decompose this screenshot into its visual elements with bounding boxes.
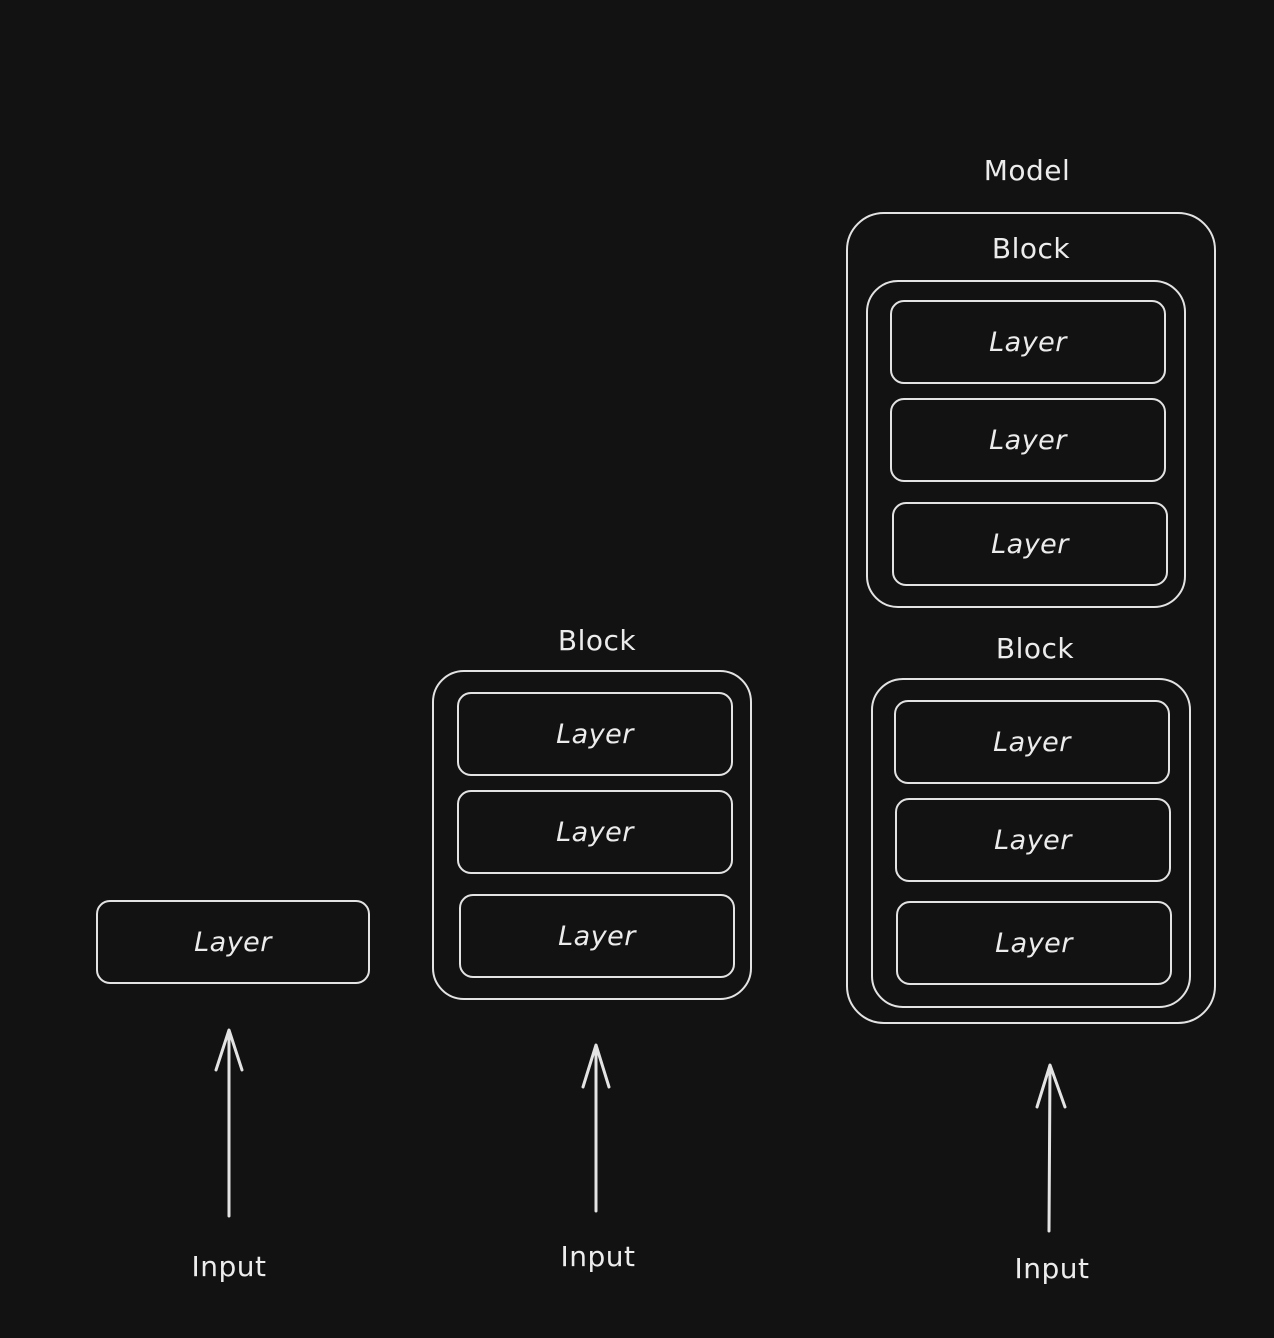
block-title: Block	[557, 624, 637, 657]
layer-label: Layer	[558, 920, 636, 952]
up-arrow-icon	[581, 1043, 611, 1213]
layer-label: Layer	[991, 528, 1069, 560]
layer-label: Layer	[556, 718, 634, 750]
block-container	[432, 670, 752, 1000]
layer-box: Layer	[890, 398, 1166, 482]
layer-label: Layer	[993, 726, 1071, 758]
layer-box: Layer	[896, 901, 1172, 985]
layer-box: Layer	[96, 900, 370, 984]
model-title: Model	[983, 154, 1071, 187]
layer-box: Layer	[890, 300, 1166, 384]
layer-label: Layer	[194, 926, 272, 958]
block-title: Block	[991, 232, 1071, 265]
layer-box: Layer	[457, 692, 733, 776]
layer-label: Layer	[994, 824, 1072, 856]
up-arrow-icon	[1035, 1063, 1067, 1233]
layer-box: Layer	[459, 894, 735, 978]
layer-box: Layer	[894, 700, 1170, 784]
block-container	[866, 280, 1186, 608]
block-container	[871, 678, 1191, 1008]
layer-box: Layer	[892, 502, 1168, 586]
layer-label: Layer	[556, 816, 634, 848]
input-label: Input	[1014, 1252, 1090, 1285]
model-container	[846, 212, 1216, 1024]
layer-label: Layer	[989, 326, 1067, 358]
layer-box: Layer	[895, 798, 1171, 882]
input-label: Input	[191, 1250, 267, 1283]
layer-label: Layer	[989, 424, 1067, 456]
up-arrow-icon	[214, 1028, 244, 1218]
block-title: Block	[995, 632, 1075, 665]
layer-label: Layer	[995, 927, 1073, 959]
input-label: Input	[560, 1240, 636, 1273]
layer-box: Layer	[457, 790, 733, 874]
